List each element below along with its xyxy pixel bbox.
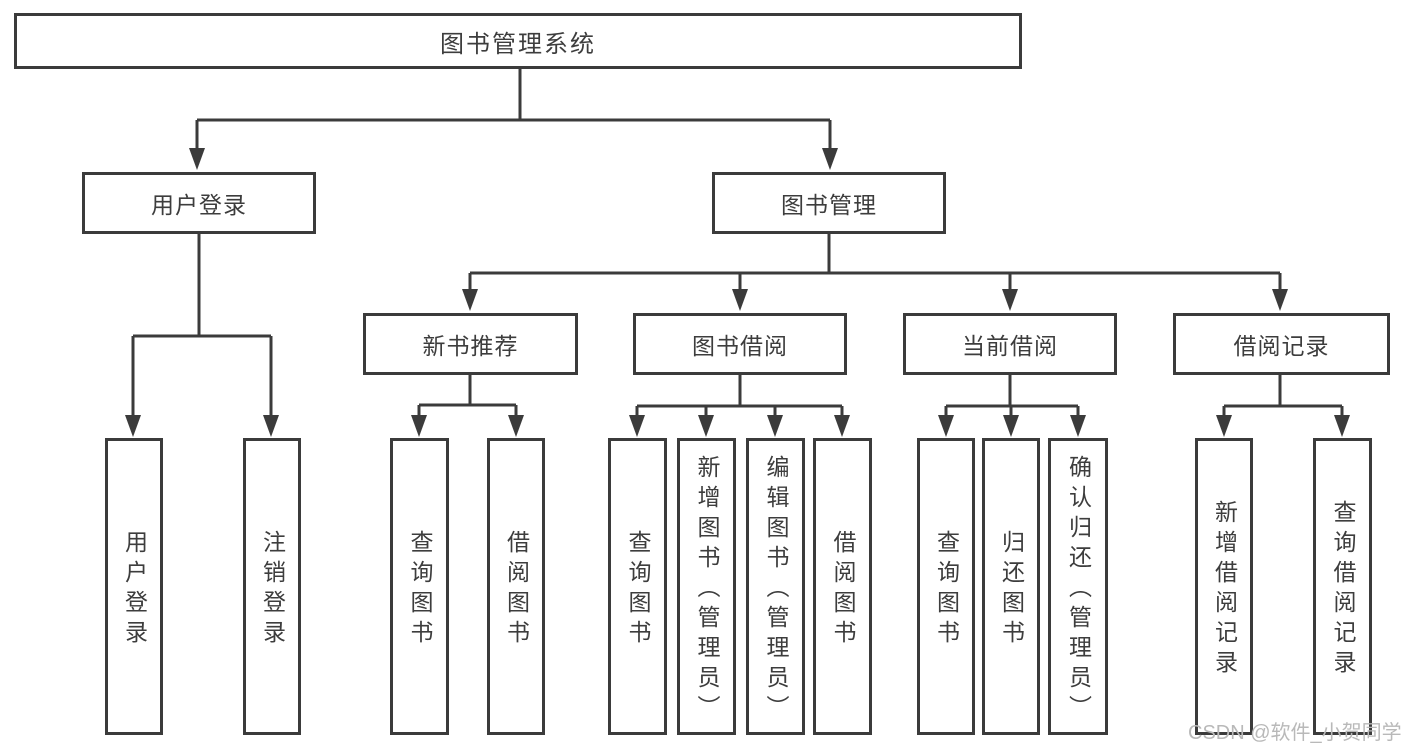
csdn-watermark: CSDN @软件_小贺同学 xyxy=(1188,722,1402,744)
leaf-borrow-borrow-book: 借阅图书 xyxy=(813,438,872,735)
node-current-borrow: 当前借阅 xyxy=(903,313,1117,375)
leaf-logout: 注销登录 xyxy=(243,438,301,735)
leaf-recommend-query-book: 查询图书 xyxy=(390,438,449,735)
node-new-book-recommend: 新书推荐 xyxy=(363,313,578,375)
node-book-borrow: 图书借阅 xyxy=(633,313,847,375)
leaf-records-query-record: 查询借阅记录 xyxy=(1313,438,1372,735)
leaf-borrow-add-book-admin: 新增图书（管理员） xyxy=(677,438,736,735)
leaf-borrow-query-book: 查询图书 xyxy=(608,438,667,735)
node-borrow-records: 借阅记录 xyxy=(1173,313,1390,375)
node-library-management-system: 图书管理系统 xyxy=(14,13,1022,69)
leaf-current-confirm-return-admin: 确认归还（管理员） xyxy=(1048,438,1108,735)
leaf-borrow-edit-book-admin: 编辑图书（管理员） xyxy=(746,438,805,735)
leaf-current-return-book: 归还图书 xyxy=(982,438,1040,735)
node-user-login-group: 用户登录 xyxy=(82,172,316,234)
leaf-recommend-borrow-book: 借阅图书 xyxy=(487,438,545,735)
leaf-current-query-book: 查询图书 xyxy=(917,438,975,735)
node-book-management: 图书管理 xyxy=(712,172,946,234)
leaf-user-login: 用户登录 xyxy=(105,438,163,735)
leaf-records-add-record: 新增借阅记录 xyxy=(1195,438,1253,735)
